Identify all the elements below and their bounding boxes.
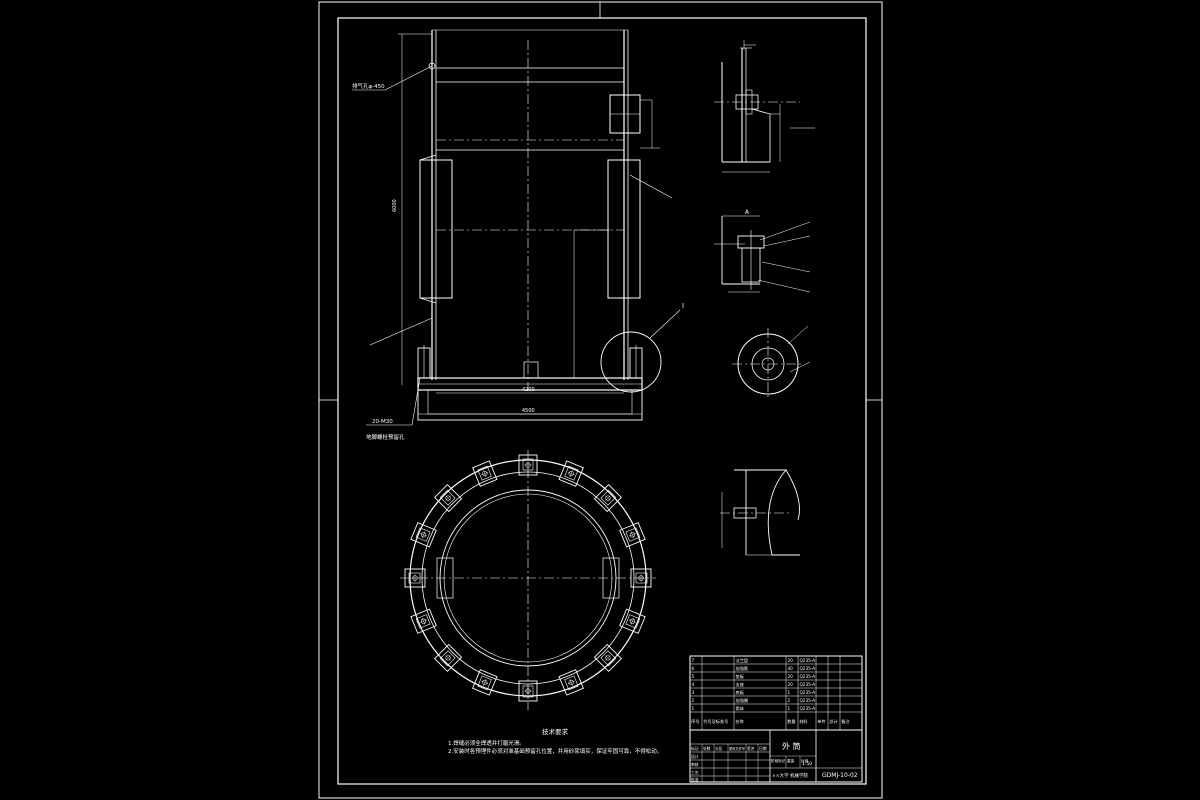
stage-label-2: 比例 — [801, 758, 809, 763]
company-name: ××大学 机械学院 — [772, 772, 808, 779]
support-bracket — [434, 484, 463, 513]
parts-table-cell: 40 — [788, 666, 794, 671]
role-label-1: 审核 — [691, 762, 699, 767]
parts-table-cell: Q235-A — [800, 666, 816, 671]
support-bracket — [410, 608, 437, 634]
detail-view-middle: A — [714, 209, 811, 293]
sign-label-0: 标记 — [691, 746, 699, 751]
stage-label-0: 阶段标记 — [771, 758, 786, 763]
height-dimension: 6000 — [392, 199, 398, 212]
detail-view-bottom — [720, 469, 800, 556]
parts-table-cell: 4 — [692, 682, 695, 687]
anchor-bolt-label: 地脚螺栓预留孔 — [366, 433, 405, 441]
sign-label-2: 分区 — [715, 746, 723, 751]
support-bracket — [518, 454, 538, 476]
parts-table-cell: 3 — [692, 690, 695, 695]
drawing-scale: 1:50 — [802, 761, 812, 767]
parts-table-header: 总计 — [829, 718, 837, 725]
support-bracket — [472, 669, 498, 696]
support-bracket — [434, 643, 463, 672]
parts-table-cell: 1 — [692, 706, 695, 711]
parts-table-header: 单件 — [817, 718, 825, 725]
support-bracket — [593, 643, 622, 672]
section-title: A — [745, 209, 750, 216]
support-bracket — [630, 568, 652, 588]
parts-table-header: 代号及标准号 — [703, 718, 728, 725]
total-width-dimension: 4500 — [522, 408, 535, 414]
support-bracket — [558, 460, 584, 487]
detail-view-top — [714, 40, 815, 173]
parts-table-cell: 5 — [692, 674, 695, 679]
support-bracket — [472, 460, 498, 487]
support-bracket — [410, 522, 437, 548]
support-bracket — [619, 522, 646, 548]
parts-table-cell: Q235-A — [800, 690, 816, 695]
plan-view — [400, 450, 656, 710]
parts-table-cell: 20 — [788, 682, 794, 687]
detail-view-flange — [732, 325, 811, 400]
support-ring — [404, 454, 652, 702]
support-bracket — [558, 669, 584, 696]
parts-table-cell: 1 — [788, 690, 791, 695]
parts-table-cell: 6 — [692, 666, 695, 671]
parts-table-cell: Q235-A — [800, 698, 816, 703]
parts-table-cell: 20 — [788, 658, 794, 663]
parts-table-header: 材料 — [799, 718, 808, 725]
sign-label-1: 处数 — [703, 746, 711, 751]
parts-table-cell: Q235-A — [800, 674, 816, 679]
anchor-bolt-quantity: 20-M30 — [372, 419, 393, 425]
role-label-3: 批准 — [691, 777, 699, 782]
parts-table-cell: 加强圈 — [736, 697, 749, 704]
role-label-0: 设计 — [691, 754, 699, 759]
parts-table-cell: 筒体 — [736, 705, 745, 712]
drawing-title: 外 筒 — [782, 741, 801, 751]
parts-table-header: 数量 — [787, 718, 795, 725]
parts-table-cell: 加强筋 — [736, 665, 749, 672]
technical-notes: 技术要求 1.焊缝必须全焊透并打磨光滑。 2.安装时各预埋件必须对准基础预留孔位… — [448, 727, 662, 755]
support-bracket — [619, 608, 646, 634]
notes-heading: 技术要求 — [542, 727, 569, 736]
role-label-2: 工艺 — [691, 770, 699, 775]
parts-table-cell: Q235-A — [800, 706, 816, 711]
sign-label-5: 日期 — [759, 746, 767, 751]
vent-pipe-label: 排气孔φ-450 — [352, 82, 385, 90]
parts-table-cell: 7 — [692, 658, 695, 663]
sign-label-3: 更改文件号 — [729, 746, 745, 751]
parts-table-cell: 垫板 — [736, 673, 745, 680]
detail-reference-label: I — [682, 302, 684, 310]
support-bracket — [593, 484, 622, 513]
parts-table-cell: 法兰盘 — [736, 657, 749, 664]
front-section-view: 6000 4200 4500 I 排气孔φ-450 20-M30 — [352, 29, 684, 441]
parts-table-header: 序号 — [691, 718, 699, 725]
parts-table-cell: Q235-A — [800, 658, 816, 663]
parts-table-header: 名称 — [735, 718, 743, 725]
sheet-outer-border — [318, 1, 883, 799]
parts-table-cell: 支座 — [736, 681, 744, 688]
parts-table-cell: 20 — [788, 674, 794, 679]
parts-table-header: 备注 — [841, 718, 850, 725]
drawing-number: GDMJ-10-02 — [822, 772, 858, 779]
note-item-2: 2.安装时各预埋件必须对准基础预留孔位置，并用砂浆填实，保证牢固可靠，不得松动。 — [448, 747, 662, 755]
parts-table-cell: 2 — [788, 698, 791, 703]
stage-label-1: 重量 — [787, 758, 795, 763]
inner-width-dimension: 4200 — [522, 387, 535, 393]
support-bracket — [518, 680, 538, 702]
sign-label-4: 签名 — [747, 746, 755, 751]
parts-table-cell: 1 — [788, 706, 791, 711]
note-item-1: 1.焊缝必须全焊透并打磨光滑。 — [448, 739, 525, 747]
parts-table-cell: 2 — [692, 698, 695, 703]
parts-table-cell: Q235-A — [800, 682, 816, 687]
parts-table-cell: 底板 — [736, 689, 745, 696]
detail-circle — [600, 331, 662, 393]
sheet-inner-border — [337, 17, 867, 785]
support-bracket — [404, 568, 426, 588]
